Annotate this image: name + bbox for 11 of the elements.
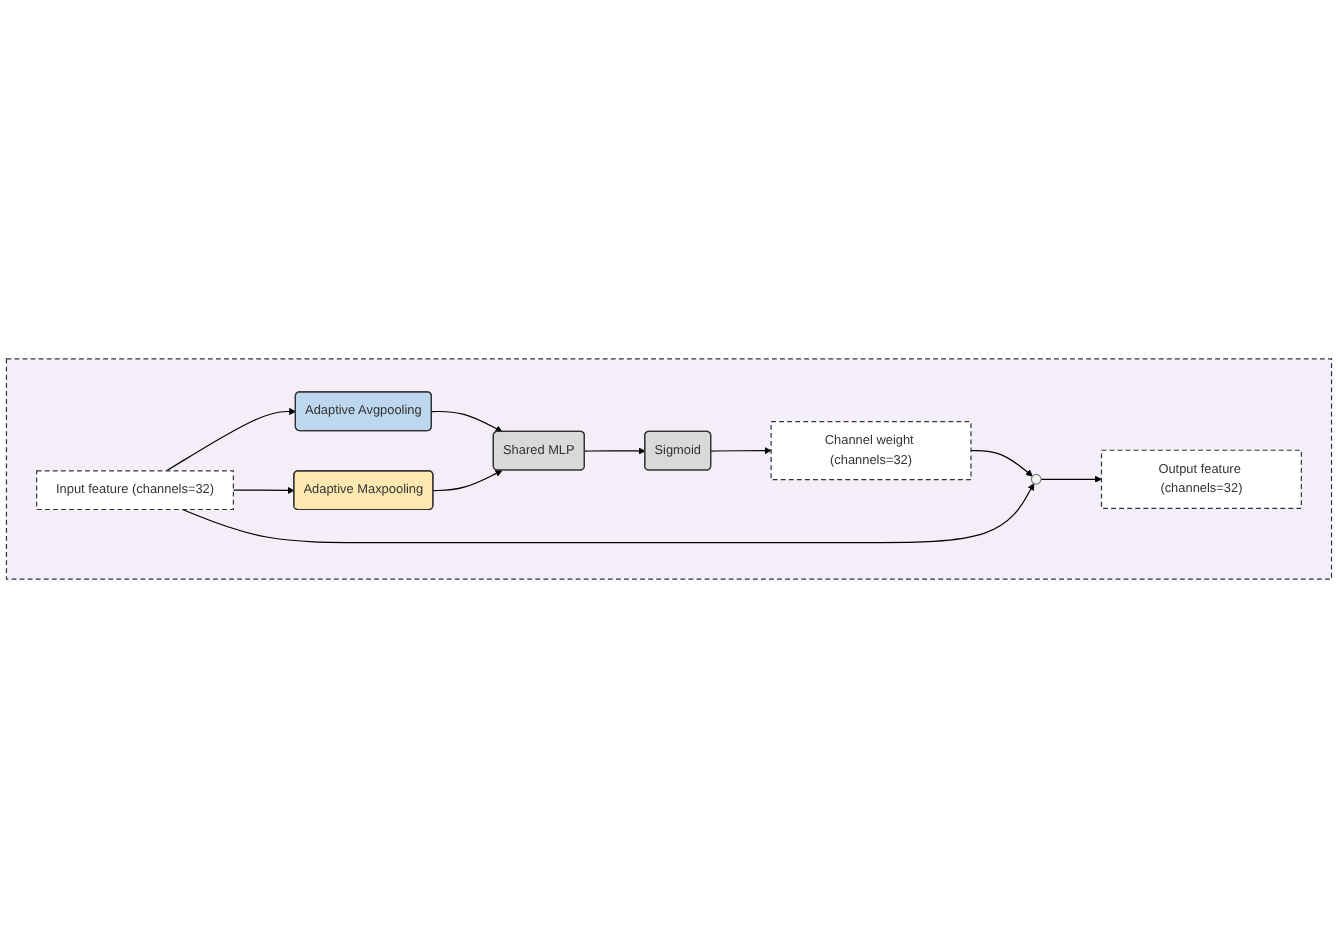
arrow (1040, 475, 1102, 483)
arrow (970, 450, 1033, 477)
arrow (432, 470, 503, 492)
arrow (431, 410, 503, 433)
cluster (5, 358, 1333, 580)
arrow (710, 447, 772, 455)
arrow (584, 447, 646, 455)
arrow (232, 486, 295, 494)
node-circle (1030, 473, 1042, 485)
arrow (181, 483, 1035, 544)
arrow (165, 407, 297, 472)
